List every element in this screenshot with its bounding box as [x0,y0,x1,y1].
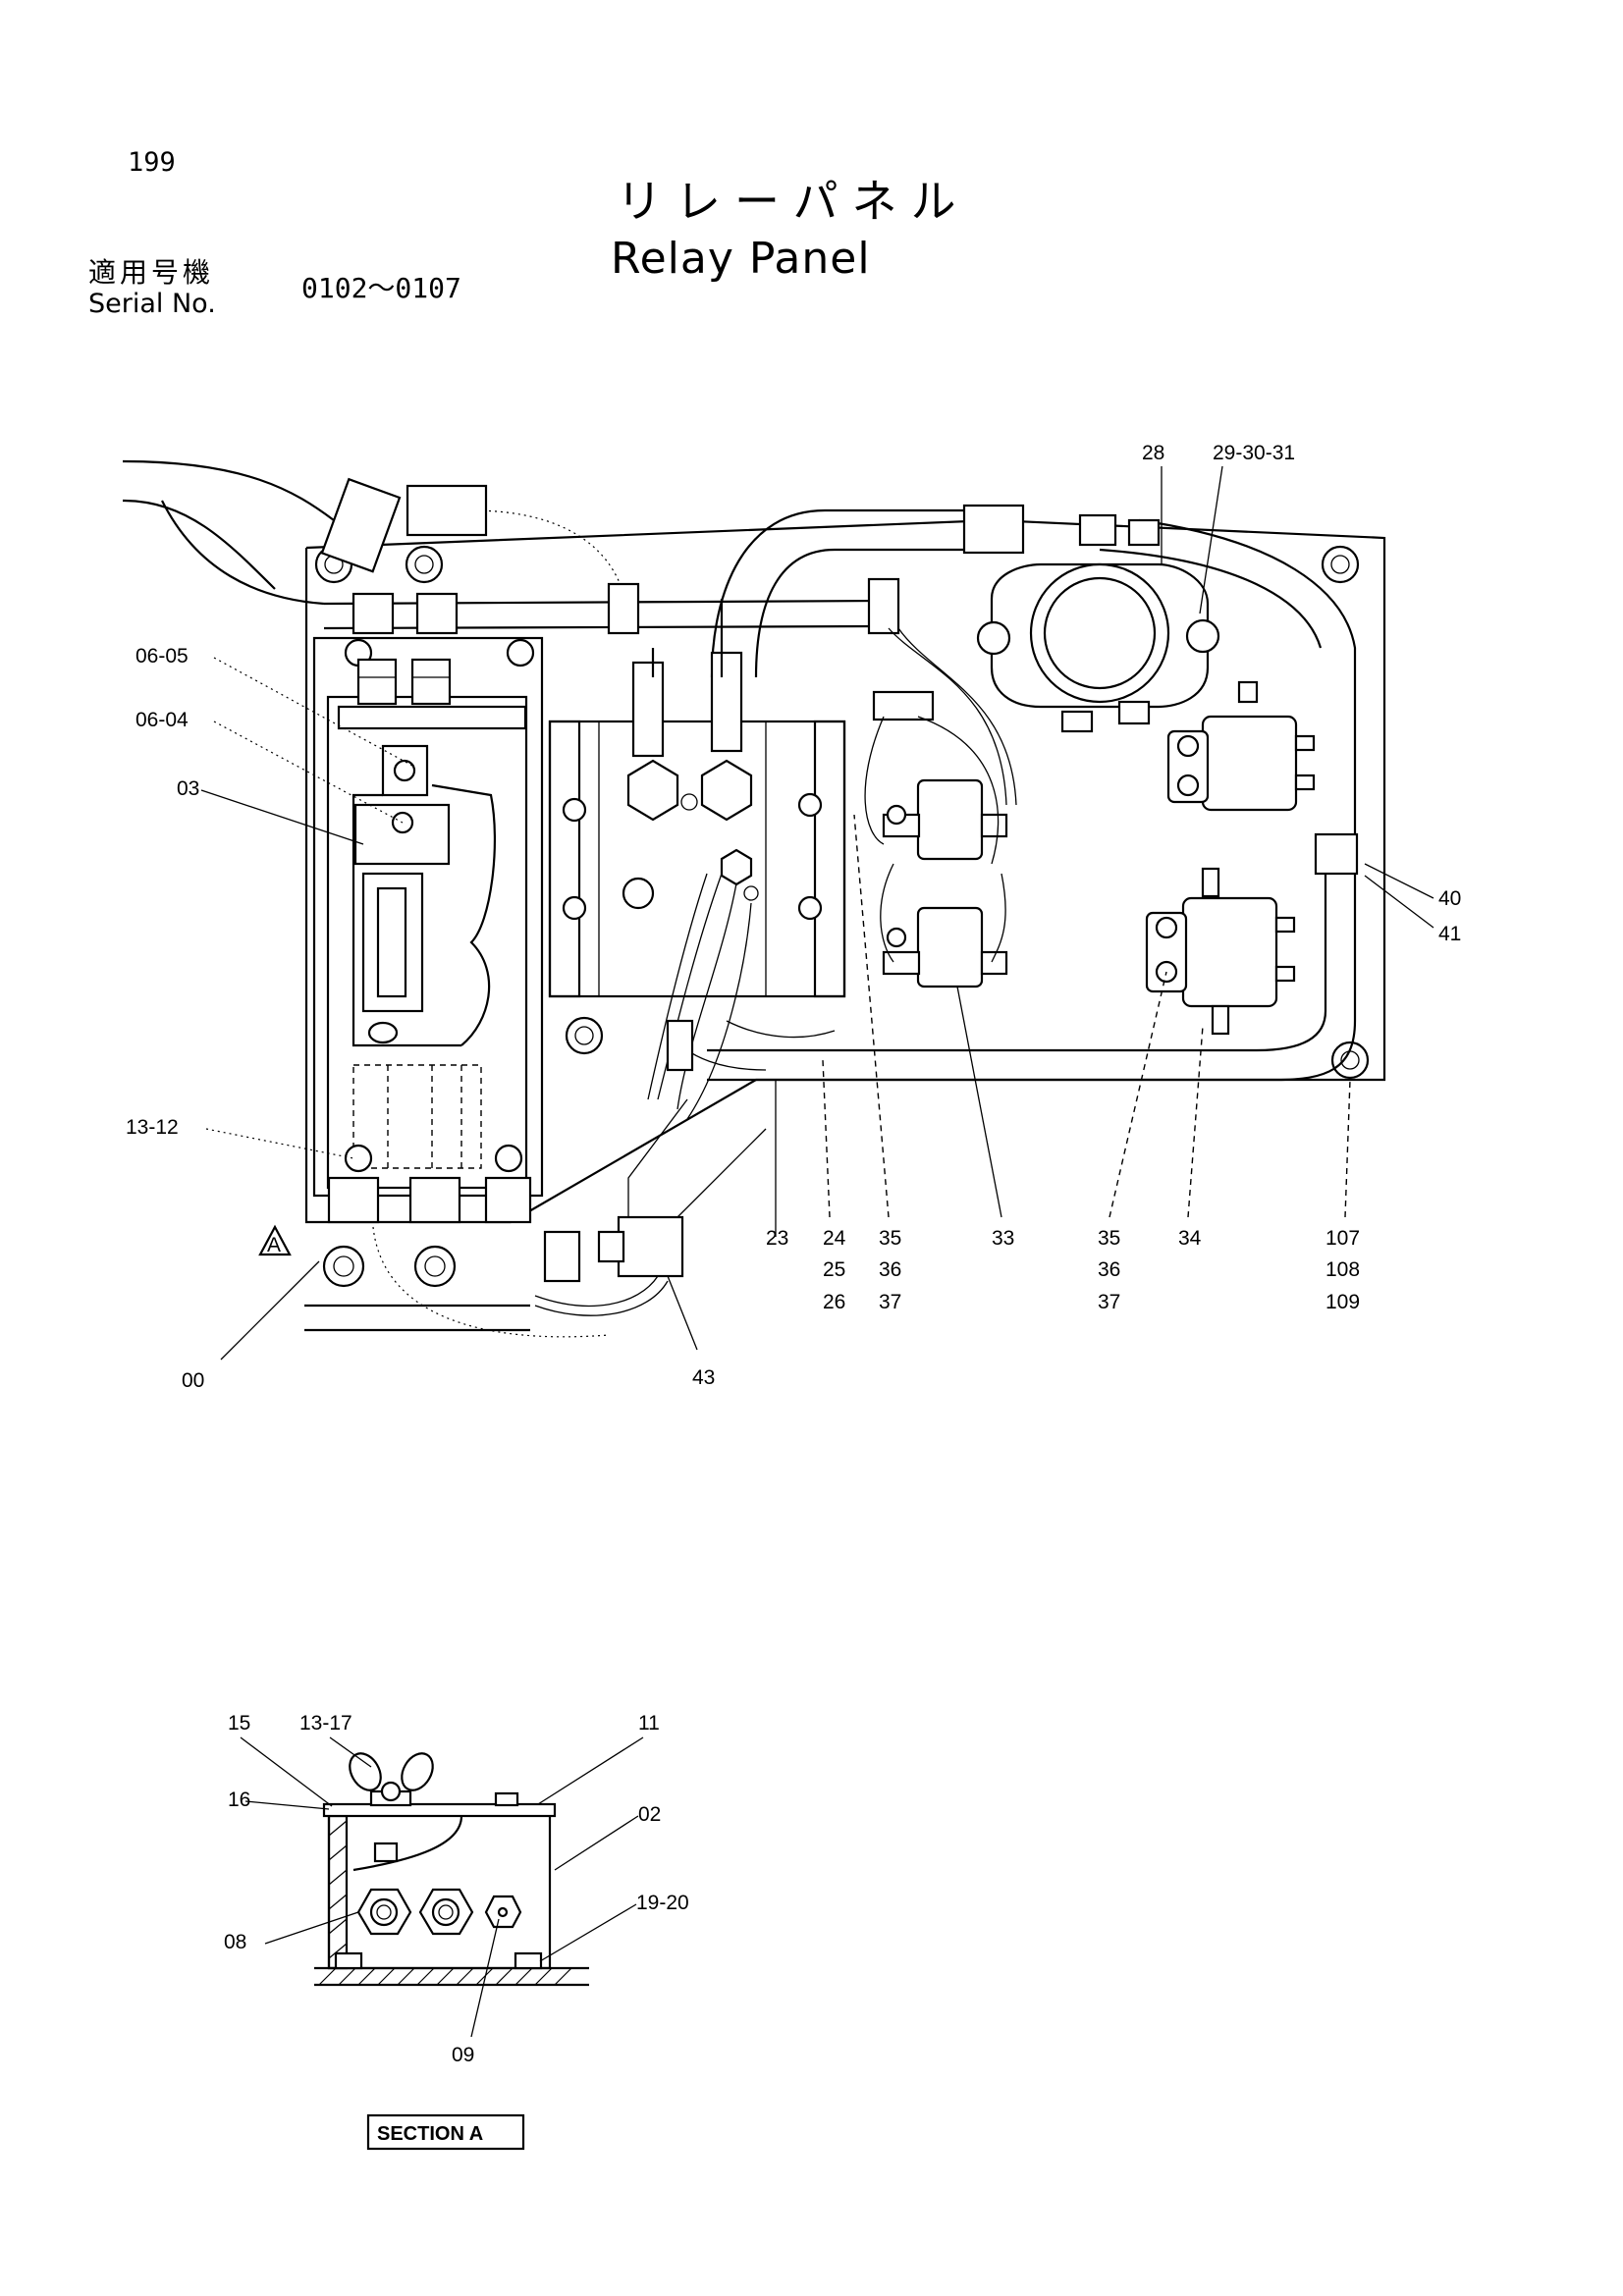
connector-top [406,484,488,537]
callout-24: 24 [823,1227,846,1250]
plug-connector [543,1098,767,1283]
callout-34: 34 [1178,1227,1202,1250]
serial-range: 0102～0107 [301,272,461,304]
connector-top-left [320,477,402,573]
callout-section-08: 08 [224,1931,246,1953]
callout-section-19-20: 19-20 [636,1892,689,1914]
relay-small-lower [882,906,1008,988]
callout-03: 03 [177,777,199,800]
module-03 [337,705,527,1169]
bracket-top [872,690,935,721]
relay-block-upper [1166,680,1316,812]
rotating-unit [976,513,1220,733]
wire-bundle [647,848,836,1120]
relay-block-lower [1145,867,1296,1036]
serial-label-english: Serial No. [88,289,216,319]
section-callouts: 15 13-17 11 16 02 19-20 08 09 [224,1712,689,2066]
section-a-view [314,1752,589,1987]
callout-section-13-17: 13-17 [299,1712,352,1735]
callout-26: 26 [823,1291,845,1313]
title-english: Relay Panel [611,234,871,284]
callout-109: 109 [1325,1291,1360,1313]
callout-41: 41 [1438,923,1461,945]
section-label-box: SECTION A [366,2113,525,2151]
callout-13-12: 13-12 [126,1116,179,1139]
callout-37-b: 37 [1098,1291,1120,1313]
callout-43: 43 [692,1366,715,1389]
callout-00: 00 [182,1369,204,1392]
page-number: 199 [128,147,176,178]
view-marker-label: A [267,1234,281,1256]
section-label: SECTION A [377,2123,483,2145]
callout-06-05: 06-05 [135,645,189,667]
callout-section-16: 16 [228,1789,250,1811]
section-leader-lines [240,1736,644,2038]
view-marker-a: A [258,1224,292,1256]
relay-small-upper [882,778,1008,861]
callout-25: 25 [823,1258,845,1281]
main-assembly: A [122,459,1386,1338]
callout-35-b: 35 [1098,1227,1120,1250]
callout-section-09: 09 [452,2044,474,2066]
callout-29-30-31: 29-30-31 [1213,442,1295,464]
callouts: 28 29-30-31 06-05 06-04 03 13-12 00 43 2… [126,442,1461,1392]
callout-108: 108 [1325,1258,1360,1281]
terminal-strip [548,599,846,998]
callout-23: 23 [766,1227,788,1250]
callout-06-04: 06-04 [135,709,189,731]
cabinet-panel [312,636,544,1198]
callout-37-a: 37 [879,1291,901,1313]
title-japanese: リレーパネル [617,175,970,228]
callout-35-a: 35 [879,1227,901,1250]
callout-107: 107 [1325,1227,1360,1250]
serial-label-japanese: 適用号機 [88,256,215,289]
callout-section-11: 11 [638,1712,660,1735]
callout-section-02: 02 [638,1803,661,1826]
callout-33: 33 [992,1227,1014,1250]
leader-lines [200,465,1434,1361]
callout-36-a: 36 [879,1258,901,1281]
callout-28: 28 [1142,442,1164,464]
callout-36-b: 36 [1098,1258,1120,1281]
callout-section-15: 15 [228,1712,250,1735]
top-fittings [356,658,452,706]
wing-nut [349,1752,434,1807]
callout-40: 40 [1438,887,1461,910]
bottom-fittings [304,1144,669,1338]
